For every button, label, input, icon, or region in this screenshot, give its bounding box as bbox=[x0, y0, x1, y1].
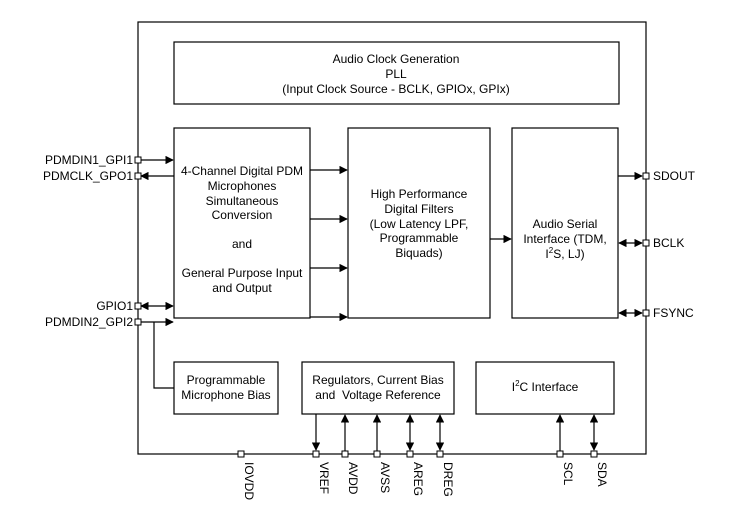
pdm-line-and: and bbox=[232, 237, 252, 251]
bottom-pin-markers bbox=[237, 450, 598, 458]
sdout-label: SDOUT bbox=[653, 169, 696, 183]
left-pin-markers bbox=[134, 156, 142, 326]
sdout-pin bbox=[642, 172, 650, 180]
pdmdin2-label: PDMDIN2_GPI2 bbox=[45, 315, 133, 329]
vref-pin bbox=[312, 450, 320, 458]
areg-pin bbox=[406, 450, 414, 458]
pdm-block: 4-Channel Digital PDM Microphones Simult… bbox=[173, 127, 311, 319]
serial-line-3: I2S, LJ) bbox=[545, 246, 584, 261]
fsync-label: FSYNC bbox=[653, 306, 694, 320]
scl-label: SCL bbox=[561, 462, 575, 486]
regulators-block: Regulators, Current Bias and Voltage Ref… bbox=[301, 361, 455, 415]
dreg-label: DREG bbox=[441, 462, 455, 497]
scl-pin bbox=[556, 450, 564, 458]
regulators-line-1: Regulators, Current Bias bbox=[312, 373, 443, 387]
filters-line-1: High Performance bbox=[371, 187, 468, 201]
pdmclk-pin bbox=[134, 172, 142, 180]
clock-generation-block: Audio Clock Generation PLL (Input Clock … bbox=[173, 41, 620, 105]
right-pin-markers bbox=[642, 172, 650, 317]
gpio1-label: GPIO1 bbox=[96, 299, 133, 313]
filters-line-3: (Low Latency LPF, bbox=[370, 217, 469, 231]
filters-line-4: Programmable bbox=[380, 231, 459, 245]
filters-line-2: Digital Filters bbox=[384, 202, 453, 216]
areg-label: AREG bbox=[411, 462, 425, 496]
i2c-label: I2C Interface bbox=[512, 379, 579, 394]
pdm-line-1: 4-Channel Digital PDM bbox=[181, 164, 303, 178]
pdmdin1-label: PDMDIN1_GPI1 bbox=[45, 153, 133, 167]
pdmclk-label: PDMCLK_GPO1 bbox=[43, 169, 133, 183]
pdm-line-2: Microphones bbox=[208, 179, 277, 193]
avdd-label: AVDD bbox=[346, 462, 360, 495]
gpio1-pin bbox=[134, 302, 142, 310]
i2c-block: I2C Interface bbox=[475, 361, 615, 415]
pdm-line-gpio-2: and Output bbox=[212, 281, 272, 295]
serial-interface-block: Audio Serial Interface (TDM, I2S, LJ) bbox=[511, 127, 619, 319]
iovdd-label: IOVDD bbox=[242, 462, 256, 500]
micbias-line-2: Microphone Bias bbox=[181, 388, 270, 402]
pdm-line-3: Simultaneous bbox=[206, 194, 279, 208]
left-pins bbox=[140, 155, 174, 389]
iovdd-pin bbox=[237, 450, 245, 458]
mic-bias-block: Programmable Microphone Bias bbox=[173, 361, 279, 415]
regulators-line-2: and Voltage Reference bbox=[315, 388, 441, 402]
clock-line-3: (Input Clock Source - BCLK, GPIOx, GPIx) bbox=[282, 82, 509, 96]
pdmdin2-pin bbox=[134, 318, 142, 326]
serial-line-1: Audio Serial bbox=[533, 217, 598, 231]
micbias-line-1: Programmable bbox=[187, 373, 266, 387]
avss-label: AVSS bbox=[378, 462, 392, 493]
micbias-feed-wire bbox=[153, 322, 174, 389]
right-pins bbox=[618, 171, 643, 318]
bottom-pins bbox=[311, 414, 599, 451]
serial-line-2: Interface (TDM, bbox=[523, 232, 606, 246]
fsync-pin bbox=[642, 309, 650, 317]
dreg-pin bbox=[436, 450, 444, 458]
pdmdin1-pin bbox=[134, 156, 142, 164]
filters-line-5: Biquads) bbox=[395, 246, 442, 260]
vref-label: VREF bbox=[317, 462, 331, 494]
pdm-line-4: Conversion bbox=[212, 208, 273, 222]
avss-pin bbox=[373, 450, 381, 458]
bclk-pin bbox=[642, 239, 650, 247]
bclk-label: BCLK bbox=[653, 236, 684, 250]
internal-connections bbox=[310, 165, 512, 322]
clock-line-2: PLL bbox=[385, 67, 407, 81]
sda-pin bbox=[590, 450, 598, 458]
clock-line-1: Audio Clock Generation bbox=[333, 52, 460, 66]
pdm-line-gpio-1: General Purpose Input bbox=[182, 266, 303, 280]
filters-block: High Performance Digital Filters (Low La… bbox=[347, 127, 491, 319]
avdd-pin bbox=[341, 450, 349, 458]
sda-label: SDA bbox=[595, 462, 609, 487]
